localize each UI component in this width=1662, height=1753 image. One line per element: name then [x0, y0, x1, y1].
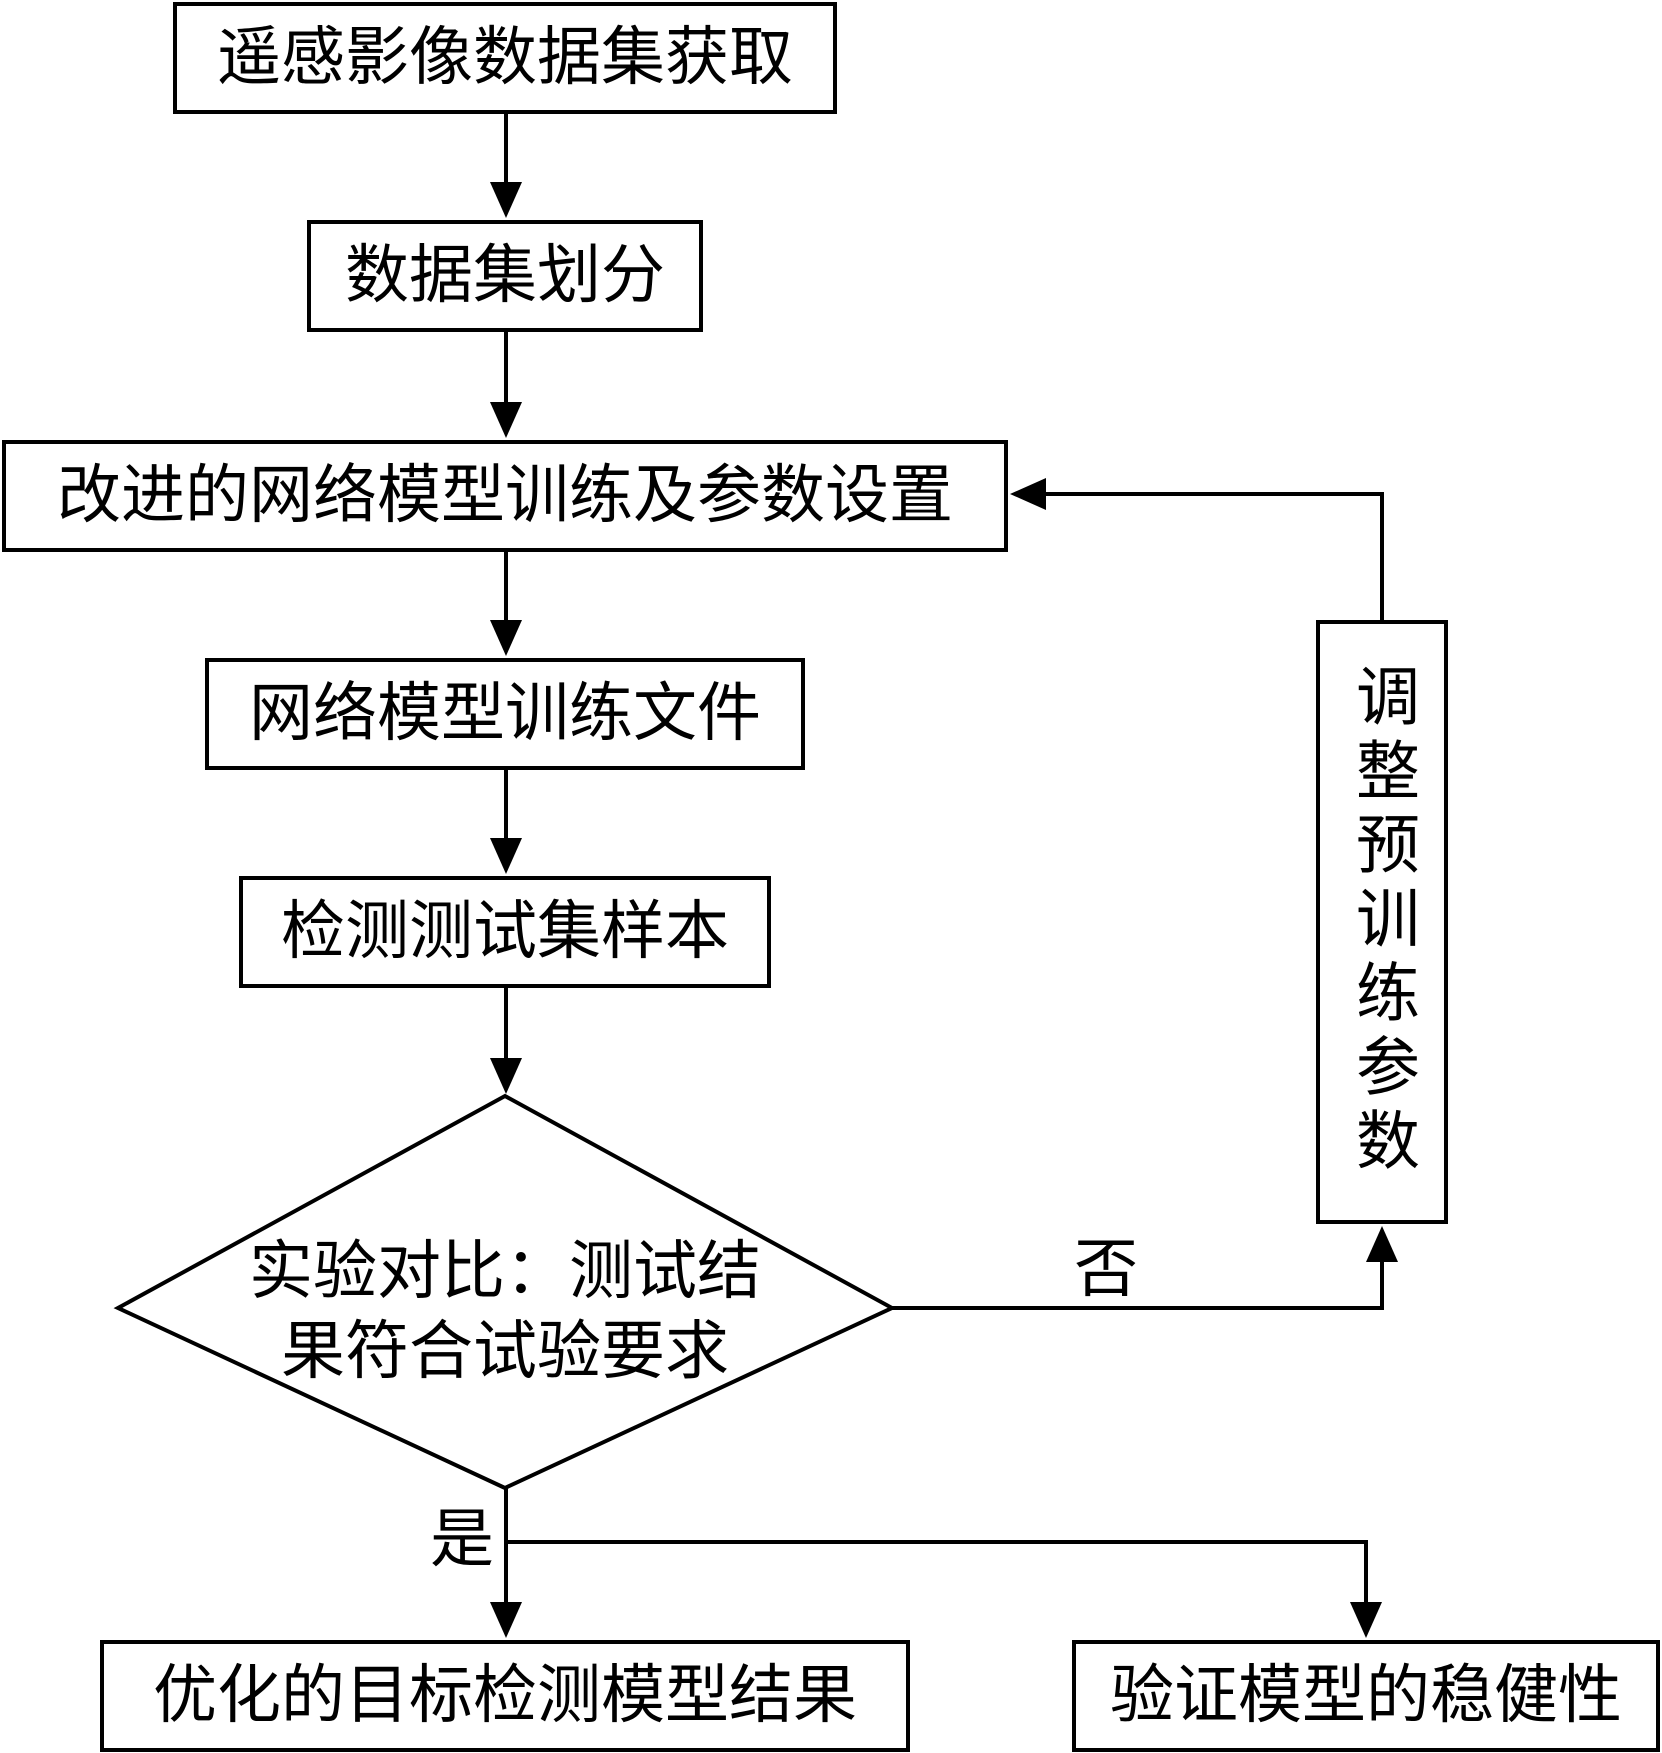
arrowhead — [490, 182, 522, 218]
edge-no — [892, 1254, 1384, 1310]
arrowhead — [1010, 478, 1046, 510]
arrowhead — [1350, 1602, 1382, 1638]
node-adjust-label: 调整预训练参数 — [1345, 663, 1419, 1181]
node-acquire: 遥感影像数据集获取 — [173, 2, 837, 114]
node-weights: 网络模型训练文件 — [205, 658, 805, 770]
arrowhead — [490, 620, 522, 656]
edge-adjust-train — [1040, 492, 1384, 620]
decision-line-1: 实验对比：测试结 — [249, 1235, 761, 1309]
node-split: 数据集划分 — [307, 220, 703, 332]
node-result: 优化的目标检测模型结果 — [100, 1640, 910, 1752]
arrowhead — [490, 838, 522, 874]
arrowhead — [490, 1058, 522, 1094]
node-train: 改进的网络模型训练及参数设置 — [2, 440, 1008, 552]
decision-line-2: 果符合试验要求 — [281, 1315, 729, 1389]
node-adjust: 调整预训练参数 — [1316, 620, 1448, 1224]
node-robust: 验证模型的稳健性 — [1072, 1640, 1660, 1752]
edge-no-label: 否 — [1074, 1233, 1138, 1307]
node-detect: 检测测试集样本 — [239, 876, 771, 988]
decision-text: 实验对比：测试结 果符合试验要求 — [205, 1232, 805, 1392]
arrowhead — [1366, 1226, 1398, 1262]
edge-yes-robust — [506, 1540, 1368, 1610]
edge-yes-label: 是 — [430, 1503, 494, 1577]
arrowhead — [490, 1602, 522, 1638]
arrowhead — [490, 402, 522, 438]
